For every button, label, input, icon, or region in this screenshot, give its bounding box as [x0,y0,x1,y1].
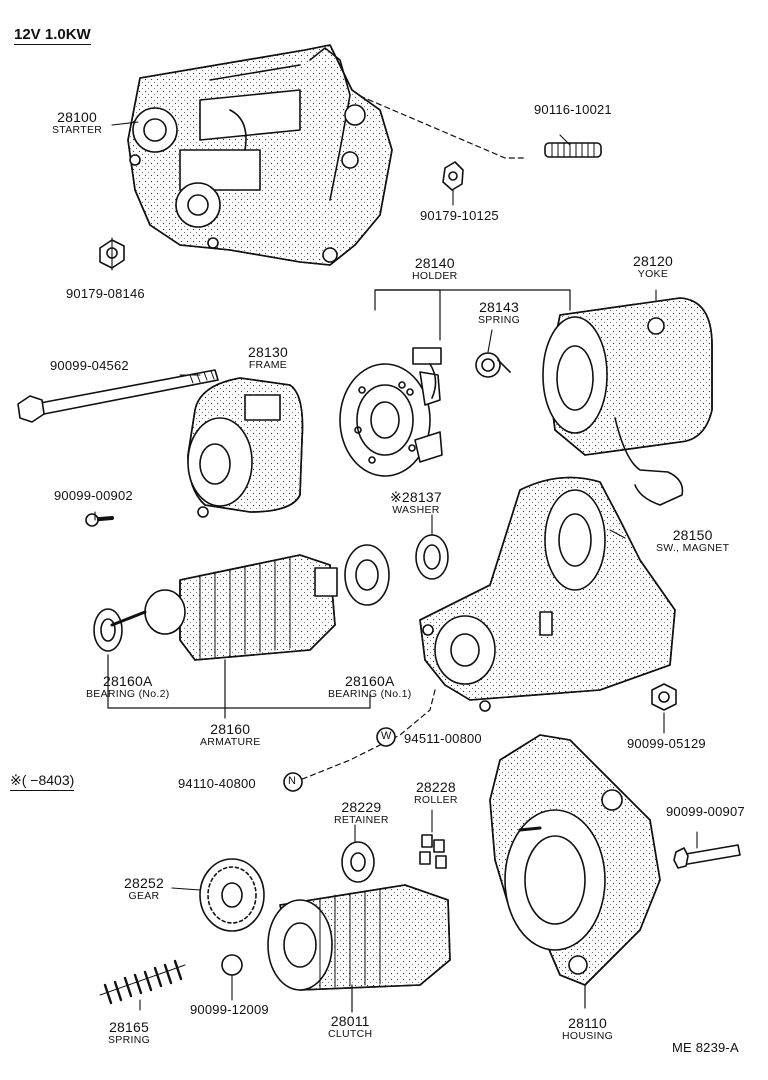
bolt-drawing [673,844,741,869]
part-number: 28160 [210,721,251,737]
washer-drawing [415,534,449,580]
armature-drawing [110,554,338,661]
part-name: ROLLER [414,794,458,806]
part-number: 28228 [415,779,456,795]
rollers-drawing [419,834,447,869]
label-frame[interactable]: 28130 FRAME [248,345,288,371]
part-number: 28130 [248,344,288,360]
ball-drawing [221,954,243,976]
part-name: SPRING [478,314,521,326]
label-brush-spring[interactable]: 28143 SPRING [478,300,520,326]
w-symbol-circle [376,727,396,747]
n-symbol: N [288,775,297,787]
part-name: FRAME [248,359,288,371]
nut-a-drawing [442,161,464,191]
retainer-drawing [341,841,375,883]
armature-bracket [107,654,371,709]
part-name: SPRING [108,1034,151,1046]
label-gear[interactable]: 28252 GEAR [124,876,164,902]
starter-assembly-drawing [127,44,393,266]
stud-drawing [544,142,602,158]
label-washer[interactable]: ※28137 WASHER [390,490,442,516]
part-name: ARMATURE [200,736,261,748]
label-clutch[interactable]: 28011 CLUTCH [328,1014,372,1040]
part-name: STARTER [52,124,103,136]
part-number: 28160A [103,673,153,689]
label-armature[interactable]: 28160 ARMATURE [200,722,261,748]
part-number: 28140 [414,255,455,271]
label-starter[interactable]: 28100 STARTER [52,110,102,136]
label-nut-n[interactable]: 94110-40800 [178,776,256,791]
label-holder[interactable]: 28140 HOLDER [412,256,458,282]
label-bolt[interactable]: 90099-00907 [666,804,745,819]
part-number: 28165 [109,1019,149,1035]
label-bearing-no1[interactable]: 28160A BEARING (No.1) [328,674,412,700]
part-name: YOKE [637,268,669,280]
label-through-bolt[interactable]: 90099-04562 [50,358,129,373]
clutch-spring-drawing [99,959,186,1005]
dashed-leader-stud [359,95,526,159]
nut-c-drawing [651,683,677,711]
part-name: HOUSING [562,1030,614,1042]
label-nut-b[interactable]: 90179-08146 [66,286,145,301]
magnet-switch-drawing [419,476,676,712]
part-number: 28011 [330,1013,370,1029]
label-washer-w[interactable]: 94511-00800 [404,731,482,746]
model-note: ※( −8403) [10,772,75,791]
label-nut-a[interactable]: 90179-10125 [420,208,499,223]
label-nut-c[interactable]: 90099-05129 [627,736,706,751]
frame-drawing [187,377,304,518]
part-number: 28150 [672,527,713,543]
label-stud[interactable]: 90116-10021 [534,102,612,117]
part-name: CLUTCH [328,1028,373,1040]
part-name: GEAR [128,890,160,902]
part-name: BEARING (No.1) [328,688,412,700]
clutch-drawing [267,884,451,1013]
screw-drawing [85,513,114,527]
part-name: BEARING (No.2) [86,688,170,700]
bearing-no1-drawing [344,544,390,606]
n-symbol-circle [283,772,303,792]
part-number: ※28137 [390,489,442,505]
spec-header: 12V 1.0KW [14,26,91,45]
part-name: RETAINER [334,814,389,826]
part-number: 28143 [479,299,519,315]
label-clutch-spring[interactable]: 28165 SPRING [108,1020,150,1046]
part-number: 28110 [568,1015,607,1031]
part-number: 28252 [124,875,164,891]
label-bearing-no2[interactable]: 28160A BEARING (No.2) [86,674,170,700]
label-screw[interactable]: 90099-00902 [54,488,133,503]
part-number: 28120 [633,253,673,269]
label-magnet-switch[interactable]: 28150 SW., MAGNET [656,528,729,554]
housing-drawing [489,734,661,1009]
part-name: HOLDER [412,270,458,282]
label-yoke[interactable]: 28120 YOKE [633,254,673,280]
bearing-no2-drawing [93,608,123,652]
part-name: WASHER [392,504,440,516]
part-number: 28160A [345,673,395,689]
label-retainer[interactable]: 28229 RETAINER [334,800,389,826]
through-bolt-drawing [17,369,219,423]
yoke-drawing [542,297,713,506]
label-housing[interactable]: 28110 HOUSING [562,1016,613,1042]
part-number: 28100 [57,109,98,125]
part-number: 28229 [341,799,382,815]
drawing-reference: ME 8239-A [672,1040,739,1055]
brush-holder-drawing [339,347,443,477]
part-name: SW., MAGNET [656,542,730,554]
label-roller[interactable]: 28228 ROLLER [414,780,458,806]
dashed-leader-nut [299,689,436,781]
brush-spring-drawing [475,352,511,378]
label-ball[interactable]: 90099-12009 [190,1002,269,1017]
gear-drawing [199,858,265,932]
holder-bracket [374,289,571,311]
w-symbol: W [381,730,392,742]
